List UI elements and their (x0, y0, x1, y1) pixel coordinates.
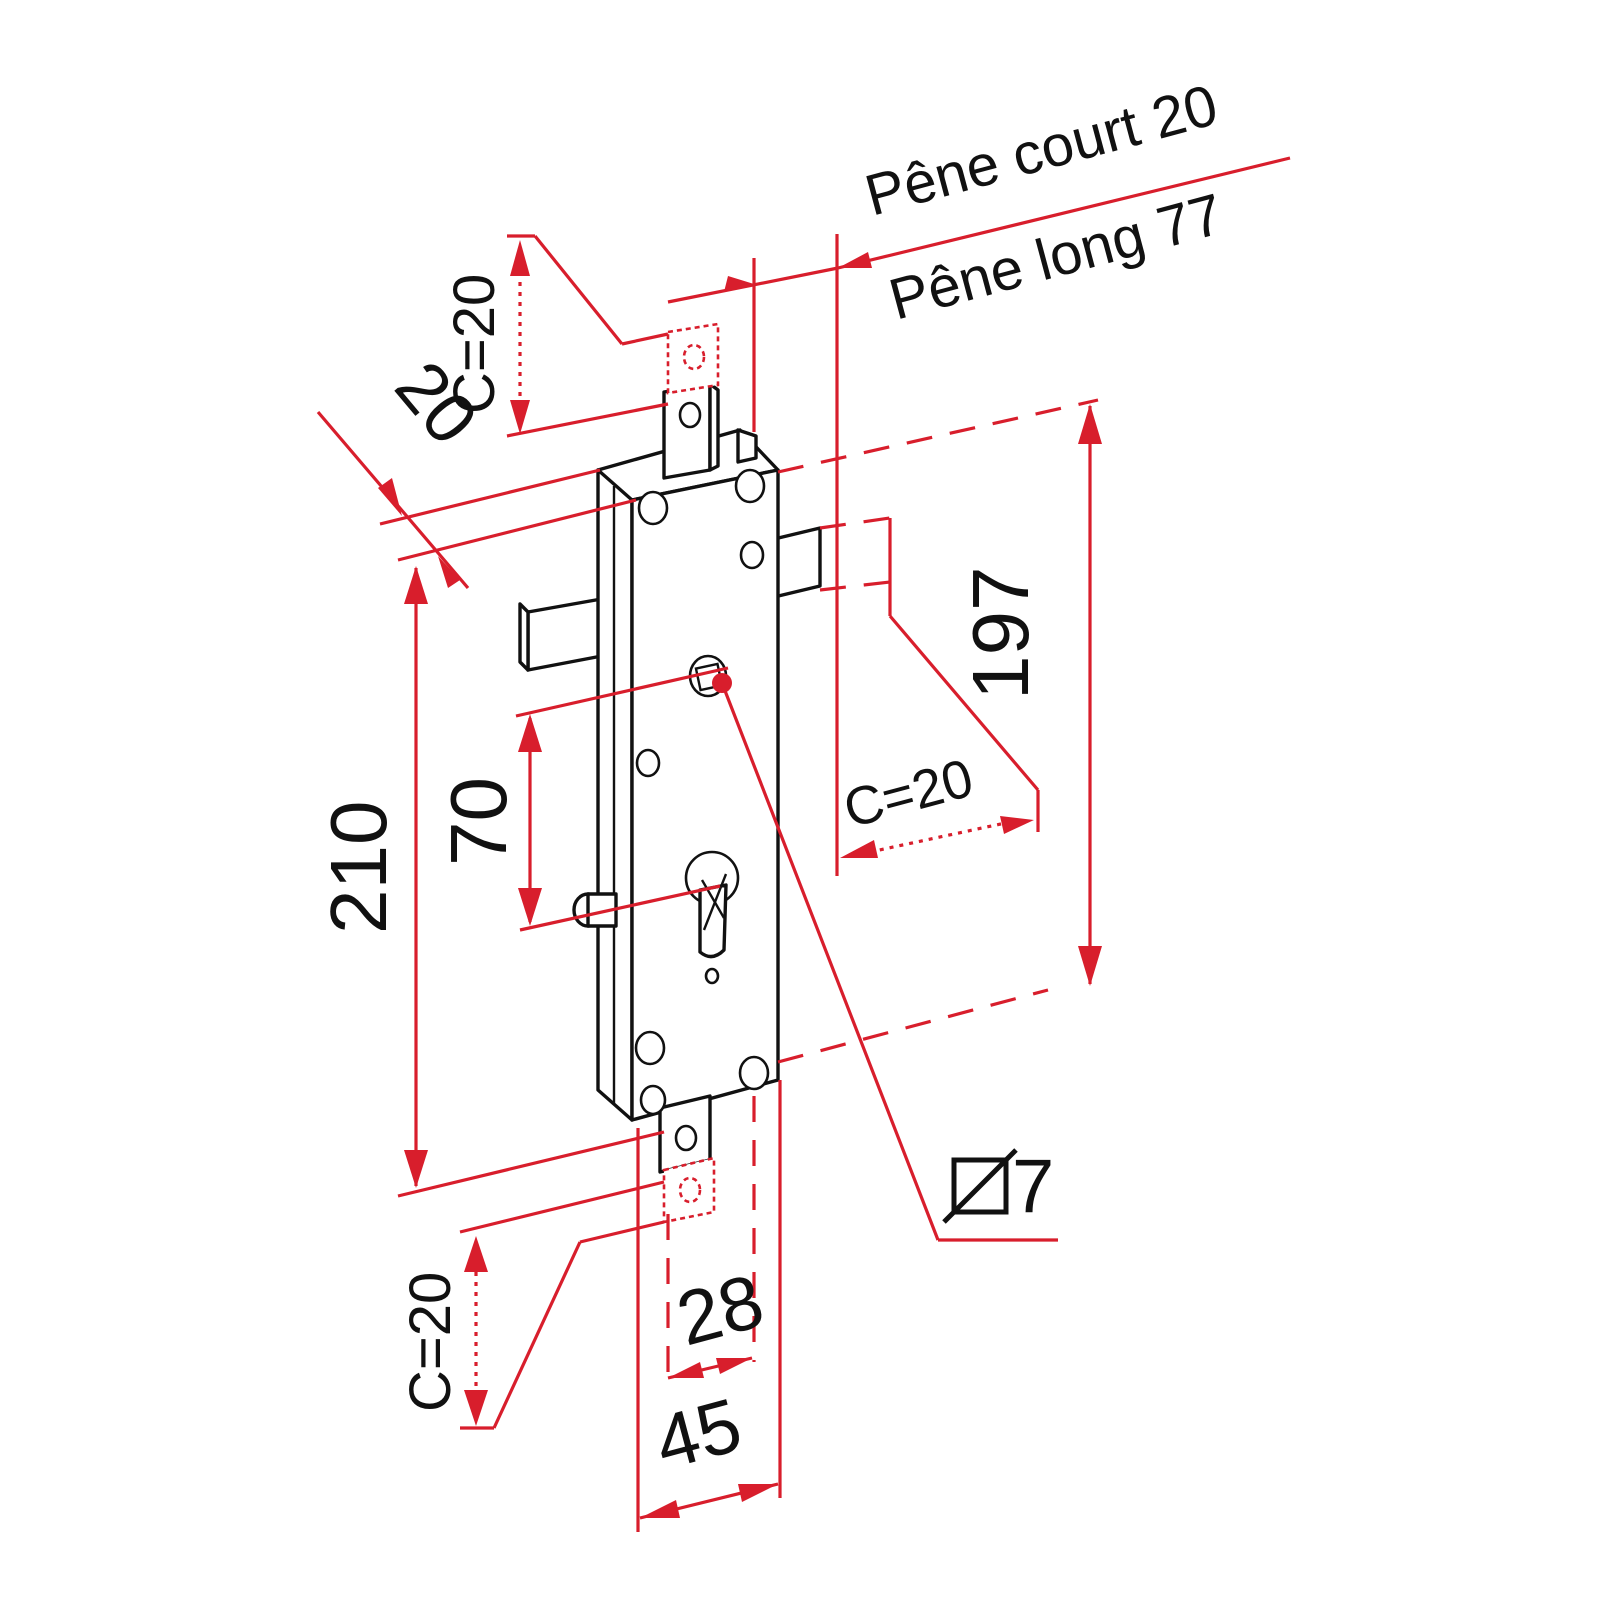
long-bolt (526, 596, 609, 672)
height-total-label: 210 (314, 801, 403, 934)
faceplate-screws (634, 468, 770, 1116)
diameter-callout: 7 (942, 1144, 1054, 1229)
backset-label: 28 (668, 1258, 772, 1362)
top-fixing-tab (662, 382, 712, 480)
dimension-labels: Pêne court 20 Pêne long 77 C=20 20 197 C… (314, 72, 1230, 1486)
width-label: 45 (646, 1382, 750, 1486)
long-bolt-end (518, 602, 530, 672)
c20-top-label: C=20 (442, 274, 507, 414)
diameter-label: 7 (1012, 1144, 1054, 1229)
top-tab-hole (678, 401, 702, 429)
spacing-label: 70 (434, 777, 523, 866)
dimension-lines (316, 156, 1291, 1532)
lock-body (518, 382, 822, 1174)
lock-faceplate (630, 468, 780, 1122)
bottom-tab-hole (674, 1124, 698, 1152)
c20-bottom-label: C=20 (398, 1272, 463, 1412)
height-holes-label: 197 (956, 567, 1045, 700)
diameter-icon (942, 1148, 1018, 1224)
tab-ghost-positions (662, 322, 720, 1224)
c20-right-label: C=20 (838, 748, 980, 840)
